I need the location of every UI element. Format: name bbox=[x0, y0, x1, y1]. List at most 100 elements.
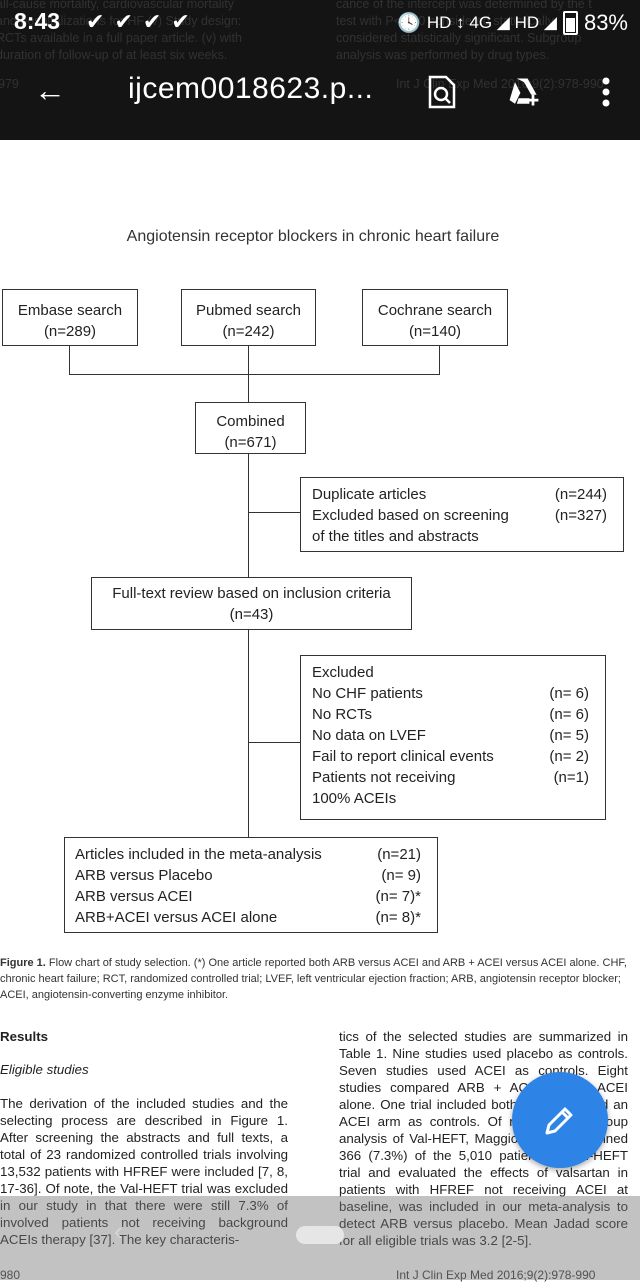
excluded-reason: No RCTs bbox=[312, 706, 373, 723]
connector-line bbox=[439, 346, 441, 374]
network-indicators: HD ↕ 4G ◢ HD ◢ bbox=[426, 13, 557, 32]
excluded-count: (n=327) bbox=[554, 507, 607, 524]
nav-back-icon[interactable]: ‹ bbox=[114, 1216, 123, 1246]
background-left-column: all-cause mortality, cardiovascular mort… bbox=[0, 0, 296, 64]
excluded-count: (n= 6) bbox=[549, 706, 589, 723]
source-box-cochrane: Cochrane search (n=140) bbox=[362, 289, 508, 346]
source-box-embase: Embase search (n=289) bbox=[2, 289, 138, 346]
included-count: (n= 7)* bbox=[375, 888, 421, 905]
excluded-row: Excluded bbox=[312, 662, 589, 683]
excluded-row: Patients not receiving (n=1) bbox=[312, 767, 589, 788]
left-column-paragraph: The derivation of the included studies a… bbox=[0, 1096, 288, 1247]
excluded-reason: Excluded bbox=[312, 664, 374, 681]
find-in-document-button[interactable] bbox=[424, 74, 460, 110]
excluded-row: Duplicate articles (n=244) bbox=[312, 484, 607, 505]
excluded-reason: Patients not receiving bbox=[312, 769, 456, 786]
bg-right-line: considered statistically significant. Su… bbox=[336, 31, 582, 45]
figure-title: Angiotensin receptor blockers in chronic… bbox=[126, 228, 500, 245]
system-navigation-bar: ‹ bbox=[0, 1196, 640, 1280]
included-row: ARB+ACEI versus ACEI alone (n= 8)* bbox=[75, 907, 421, 928]
source-label: Cochrane search bbox=[377, 302, 493, 319]
included-label: ARB+ACEI versus ACEI alone bbox=[75, 909, 278, 926]
page-gap bbox=[0, 140, 640, 180]
pencil-icon bbox=[545, 1107, 573, 1135]
excluded-count: (n= 2) bbox=[549, 748, 589, 765]
excluded-criteria-box: Excluded No CHF patients(n= 6) No RCTs(n… bbox=[300, 655, 606, 820]
results-heading: Results bbox=[0, 1029, 49, 1044]
excluded-count: (n=1) bbox=[553, 769, 589, 786]
excluded-count: (n= 5) bbox=[549, 727, 589, 744]
battery-icon bbox=[562, 11, 578, 35]
bg-right-line: test with P<0.10 considered statisticall… bbox=[336, 14, 554, 28]
document-page[interactable]: Angiotensin receptor blockers in chronic… bbox=[0, 180, 640, 1282]
included-label: ARB versus ACEI bbox=[75, 888, 193, 905]
fulltext-label: Full-text review based on inclusion crit… bbox=[112, 585, 391, 602]
connector-line bbox=[69, 346, 71, 374]
background-right-column: cance of the intercept was determined by… bbox=[336, 0, 636, 64]
excluded-row: Excluded based on screening(n=327) bbox=[312, 505, 607, 526]
excluded-row: Fail to report clinical events (n= 2) bbox=[312, 746, 589, 767]
caption-label: Figure 1. bbox=[0, 957, 46, 969]
check-icon: ✔ bbox=[86, 9, 115, 34]
check-icon: ✔ bbox=[171, 9, 200, 34]
excluded-reason: Duplicate articles bbox=[312, 486, 427, 503]
excluded-count: (n=244) bbox=[554, 486, 607, 503]
bg-left-line: all-cause mortality, cardiovascular mort… bbox=[0, 0, 235, 11]
home-pill[interactable] bbox=[296, 1226, 344, 1244]
status-bar: 8:43 ✔✔✔✔ 🕓 HD ↕ 4G ◢ HD ◢ 83% bbox=[0, 0, 640, 44]
excluded-row: No RCTs (n= 6) bbox=[312, 704, 589, 725]
footer-journal: Int J Clin Exp Med 2016;9(2):978-990 bbox=[396, 1268, 596, 1282]
eligible-studies-heading: Eligible studies bbox=[0, 1062, 89, 1077]
excluded-screening-box: Duplicate articles (n=244) Excluded based… bbox=[300, 477, 624, 552]
source-label: Embase search bbox=[17, 302, 123, 319]
bg-right-line: analysis was performed by drug types. bbox=[336, 48, 550, 62]
connector-line bbox=[69, 374, 440, 376]
excluded-reason: 100% ACEIs bbox=[312, 790, 397, 807]
source-box-pubmed: Pubmed search (n=242) bbox=[181, 289, 316, 346]
bg-left-line: and hospitalizations for HF (v) Study de… bbox=[0, 14, 242, 28]
more-vert-icon bbox=[602, 77, 610, 107]
excluded-row: No data on LVEF (n= 5) bbox=[312, 725, 589, 746]
connector-line bbox=[248, 346, 250, 374]
combined-label: Combined bbox=[216, 413, 285, 430]
included-label: ARB versus Placebo bbox=[75, 867, 213, 884]
fulltext-review-box: Full-text review based on inclusion crit… bbox=[91, 577, 412, 630]
figure-caption: Figure 1. Flow chart of study selection.… bbox=[0, 955, 628, 1003]
included-count: (n=21) bbox=[377, 846, 421, 863]
connector-line bbox=[248, 454, 250, 578]
document-title: ijcem0018623.p... bbox=[128, 72, 374, 105]
excluded-reason: Fail to report clinical events bbox=[312, 748, 494, 765]
edit-fab-button[interactable] bbox=[512, 1072, 608, 1168]
connector-line bbox=[248, 374, 250, 402]
connector-line bbox=[248, 512, 300, 514]
connector-line bbox=[248, 630, 250, 837]
caption-text: Flow chart of study selection. (*) One a… bbox=[0, 957, 627, 1001]
excluded-reason: No CHF patients bbox=[312, 685, 423, 702]
back-arrow-icon[interactable]: ← bbox=[34, 72, 66, 108]
more-options-button[interactable] bbox=[588, 74, 624, 110]
bg-left-line: duration of follow-up of at least six we… bbox=[0, 48, 228, 62]
bg-right-line: cance of the intercept was determined by… bbox=[336, 0, 592, 11]
excluded-row: No CHF patients(n= 6) bbox=[312, 683, 589, 704]
included-count: (n= 9) bbox=[381, 867, 421, 884]
included-row: ARB versus ACEI (n= 7)* bbox=[75, 886, 421, 907]
excluded-row: 100% ACEIs bbox=[312, 788, 589, 809]
check-icon: ✔ bbox=[114, 9, 143, 34]
excluded-reason: No data on LVEF bbox=[312, 727, 426, 744]
included-label: Articles included in the meta-analysis bbox=[75, 846, 322, 863]
add-to-drive-button[interactable] bbox=[506, 74, 542, 110]
combined-count: (n=671) bbox=[224, 434, 277, 451]
footer-page-number: 980 bbox=[0, 1268, 21, 1282]
excluded-row: of the titles and abstracts bbox=[312, 526, 607, 547]
included-count: (n= 8)* bbox=[375, 909, 421, 926]
notification-icons: ✔✔✔✔ bbox=[86, 9, 200, 35]
background-page-number: 979 bbox=[0, 77, 19, 91]
excluded-reason: of the titles and abstracts bbox=[312, 528, 479, 545]
status-right-group: 🕓 HD ↕ 4G ◢ HD ◢ 83% bbox=[397, 10, 628, 36]
source-label: Pubmed search bbox=[195, 302, 302, 319]
search-document-icon bbox=[428, 75, 456, 109]
included-row: ARB versus Placebo (n= 9) bbox=[75, 865, 421, 886]
source-count: (n=289) bbox=[43, 323, 97, 340]
combined-box: Combined (n=671) bbox=[195, 402, 306, 454]
bg-left-line: RCTs available in a full paper article. … bbox=[0, 31, 242, 45]
